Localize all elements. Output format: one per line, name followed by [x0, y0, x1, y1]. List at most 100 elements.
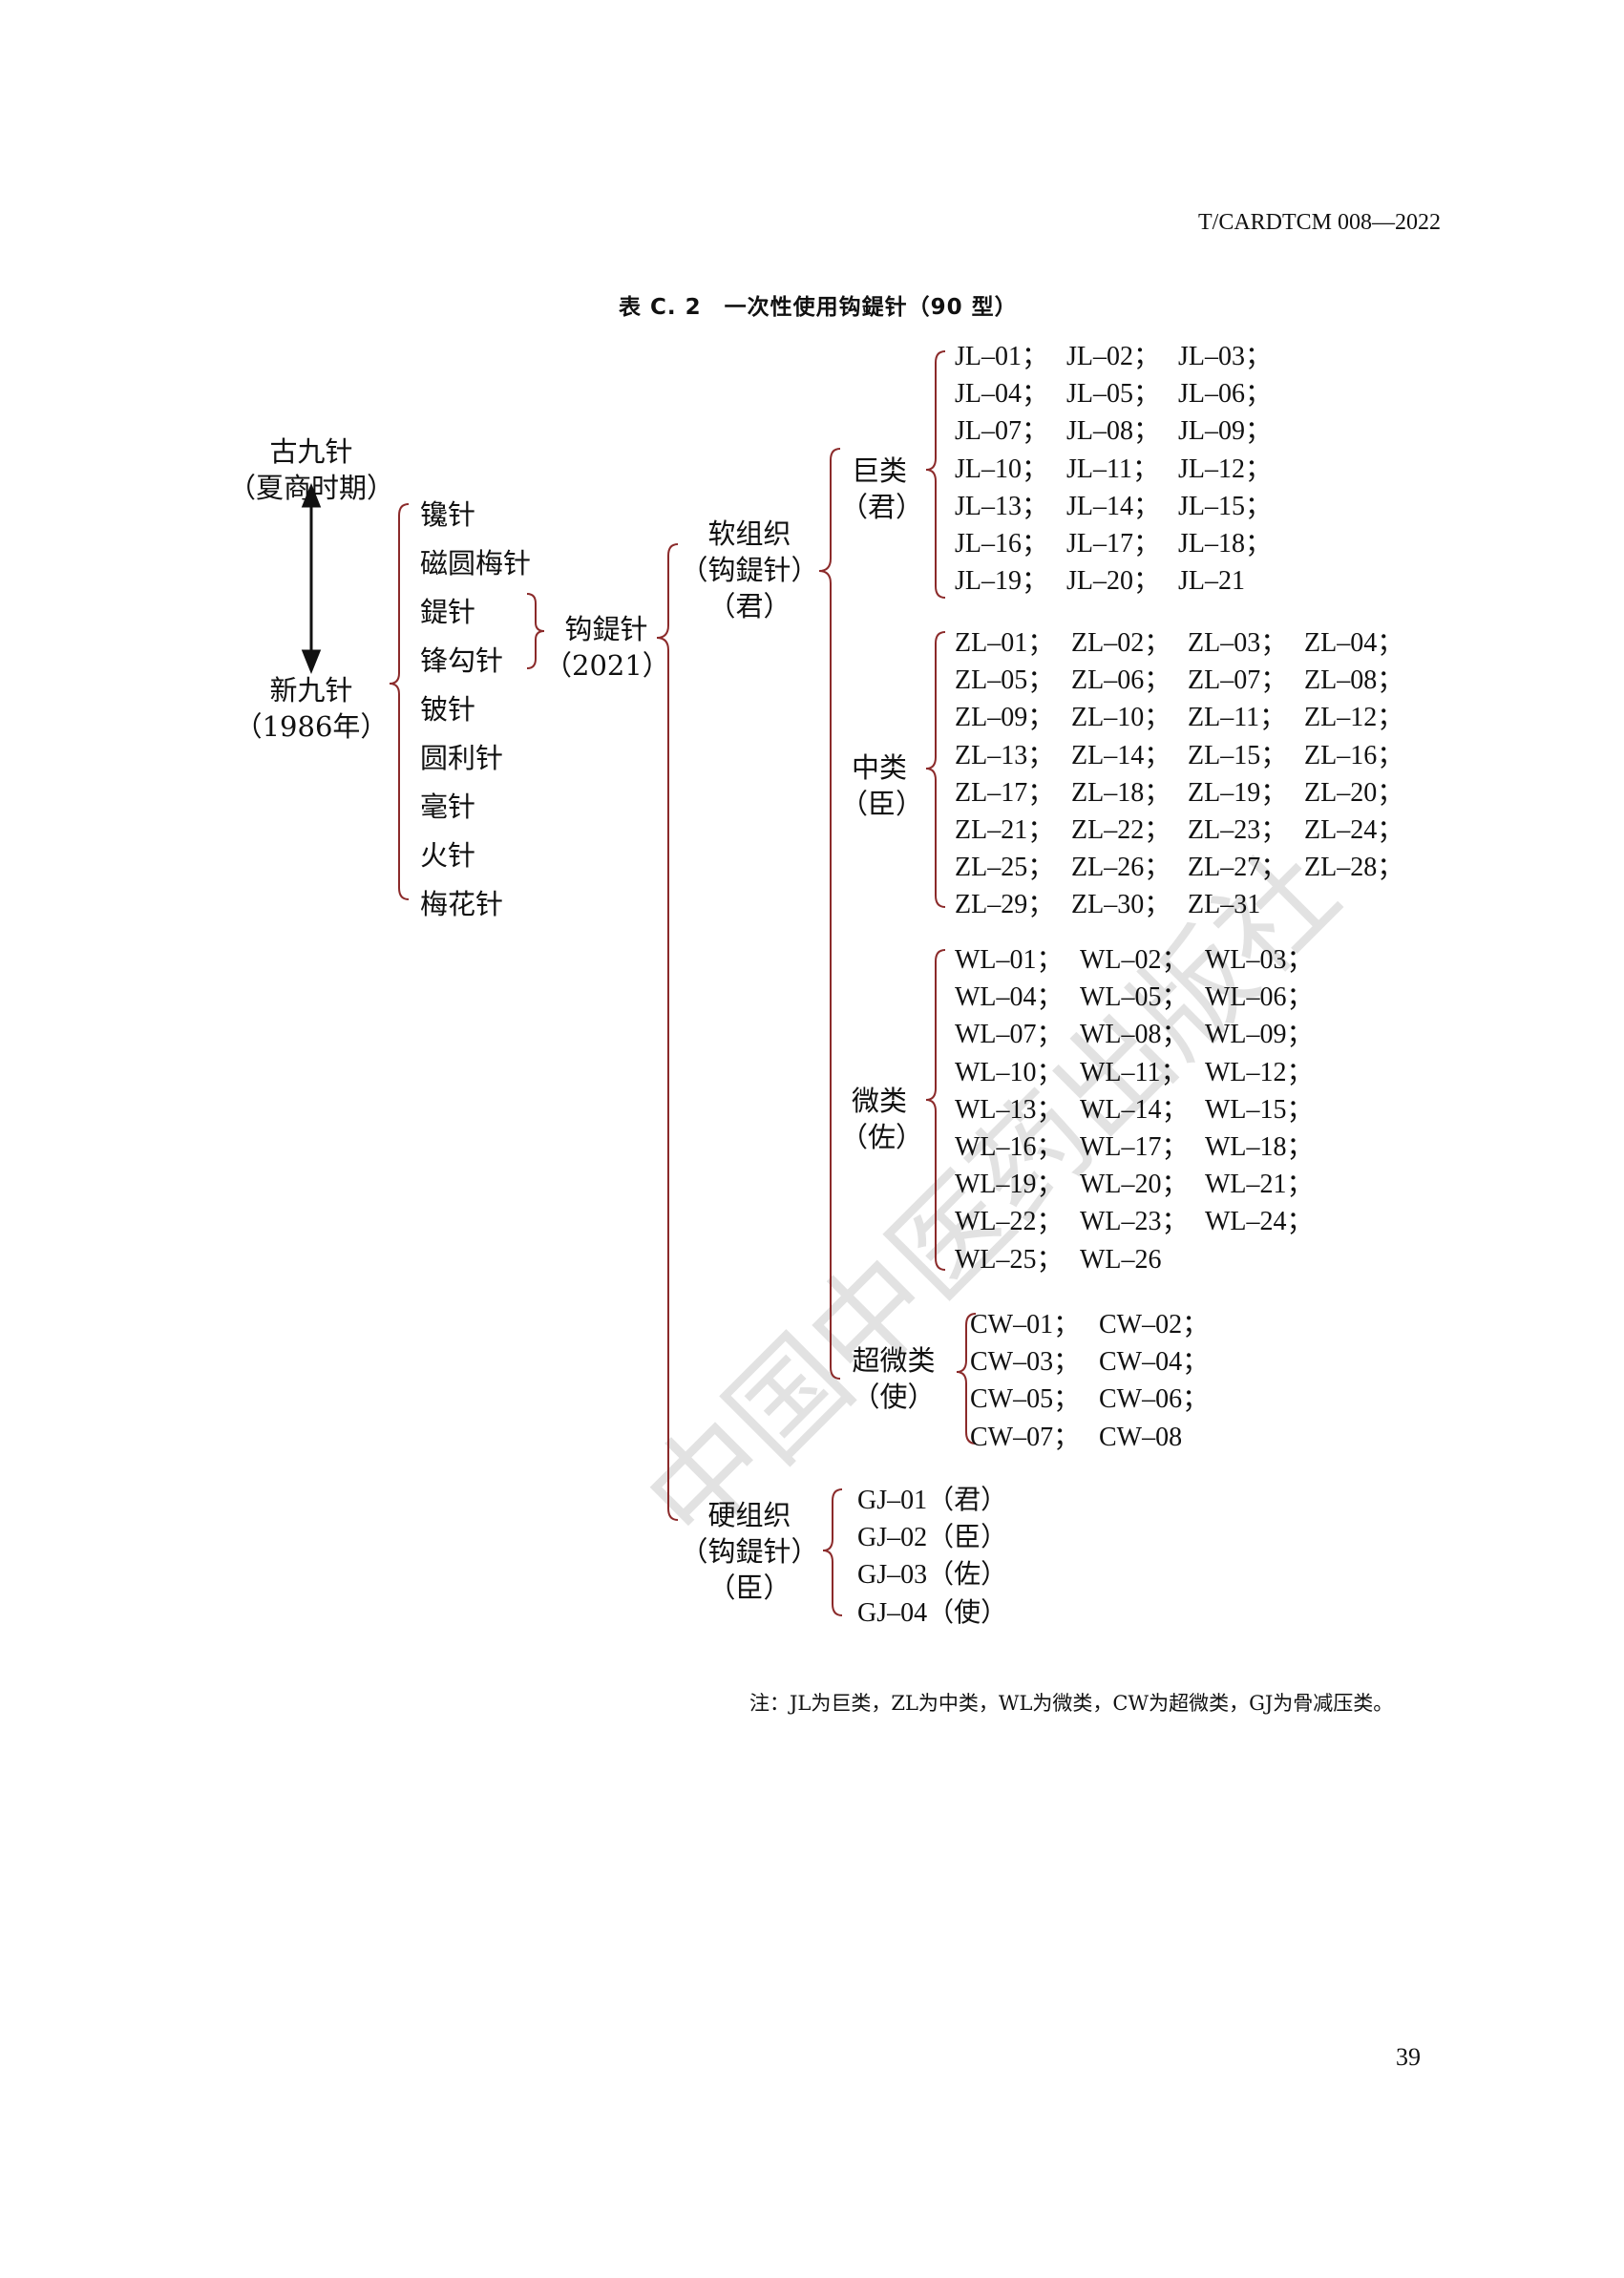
code-cell: WL–12；: [1205, 1057, 1314, 1087]
table-title: 表 C. 2 一次性使用钩鍉针（90 型）: [619, 295, 1018, 320]
code-cell: ZL–06；: [1071, 665, 1171, 696]
needle-item: 毫针: [420, 791, 476, 823]
code-cell: WL–24；: [1205, 1207, 1314, 1237]
code-cell: ZL–13；: [955, 740, 1055, 770]
code-row: CW–03； CW–04；: [970, 1343, 1228, 1381]
doc-code: T/CARDTCM 008—2022: [1197, 210, 1441, 235]
code-row: CW–01；CW–02；: [970, 1306, 1228, 1343]
code-row: WL–01；WL–02；WL–03；: [955, 941, 1330, 979]
code-row: WL–22； WL–23； WL–24；: [955, 1203, 1330, 1240]
code-row: ZL–05；ZL–06；ZL–07；ZL–08；: [955, 662, 1421, 699]
code-row: JL–10； JL–11； JL–12；: [955, 451, 1290, 488]
code-cell: WL–11；: [1080, 1057, 1188, 1087]
bracket-cw: [956, 1313, 977, 1445]
gj-code-grid: GJ–01（君）GJ–02（臣）GJ–03（佐）GJ–04（使）: [857, 1482, 1048, 1632]
code-cell: JL–11；: [1066, 453, 1159, 484]
code-cell: ZL–29；: [955, 890, 1055, 920]
code-cell: ZL–25；: [955, 853, 1055, 883]
code-cell: WL–13；: [955, 1094, 1064, 1125]
ancient-title: 古九针: [269, 435, 353, 468]
hook-needle-year: （2021）: [544, 649, 670, 682]
code-cell: JL–02；: [1066, 342, 1161, 371]
code-cell: JL–12；: [1178, 453, 1273, 484]
modern-period: （1986年）: [234, 710, 389, 743]
code-cell: JL–07；: [955, 416, 1049, 447]
code-cell: JL–15；: [1178, 491, 1273, 521]
jl-code-grid: JL–01；JL–02；JL–03；JL–04；JL–05；JL–06；JL–0…: [955, 338, 1290, 600]
bracket-zl: [925, 631, 946, 908]
code-row: ZL–13；ZL–14；ZL–15；ZL–16；: [955, 737, 1421, 774]
code-cell: CW–06；: [1099, 1384, 1210, 1415]
code-row: GJ–04（使）: [857, 1594, 1048, 1632]
category-jl: 巨类 （君）: [840, 453, 924, 525]
bracket-hook-sources: [526, 593, 545, 669]
code-cell: JL–19；: [955, 566, 1049, 597]
code-row: JL–13； JL–14； JL–15；: [955, 488, 1290, 525]
code-cell: ZL–12；: [1304, 703, 1404, 733]
code-cell: ZL–14；: [1071, 740, 1171, 770]
zl-code-grid: ZL–01；ZL–02；ZL–03；ZL–04；ZL–05； ZL–06； ZL–0…: [955, 624, 1421, 924]
bracket-jl: [925, 350, 946, 599]
code-cell: JL–13；: [955, 491, 1049, 521]
code-cell: ZL–07；: [1188, 665, 1288, 696]
code-cell: JL–05；: [1066, 379, 1161, 410]
code-cell: ZL–10；: [1071, 703, 1171, 733]
category-cw-role: （使）: [852, 1381, 936, 1413]
code-cell: JL–17；: [1066, 529, 1161, 559]
code-cell: ZL–17；: [955, 777, 1055, 808]
code-cell: WL–01；: [955, 945, 1064, 975]
code-cell: ZL–30；: [1071, 890, 1171, 920]
code-row: JL–16；JL–17；JL–18；: [955, 525, 1290, 562]
code-cell: JL–14；: [1066, 491, 1161, 521]
page-number: 39: [1396, 2043, 1421, 2071]
code-cell: CW–03；: [970, 1347, 1081, 1378]
code-cell: WL–16；: [955, 1132, 1064, 1163]
code-cell: WL–22；: [955, 1207, 1064, 1237]
code-cell: WL–23；: [1080, 1207, 1189, 1237]
code-cell: GJ–01（君）: [857, 1486, 1008, 1515]
needle-item: 磁圆梅针: [420, 547, 532, 580]
code-cell: ZL–05；: [955, 665, 1055, 696]
code-cell: CW–01；: [970, 1310, 1081, 1339]
code-cell: JL–06；: [1178, 379, 1273, 410]
code-cell: ZL–15；: [1188, 740, 1288, 770]
code-cell: ZL–21；: [955, 815, 1055, 846]
code-row: ZL–21；ZL–22；ZL–23；ZL–24；: [955, 812, 1421, 849]
code-cell: ZL–26；: [1071, 853, 1171, 883]
ancient-nine-needles: 古九针 （夏商时期）: [218, 433, 405, 506]
code-row: ZL–29；ZL–30；ZL–31: [955, 886, 1421, 923]
code-row: JL–19；JL–20；JL–21: [955, 562, 1290, 600]
code-cell: JL–10；: [955, 453, 1049, 484]
code-row: WL–13；WL–14；WL–15；: [955, 1091, 1330, 1128]
hard-tissue-line3: （臣）: [707, 1571, 791, 1604]
hook-needle: 钩鍉针 （2021）: [544, 611, 670, 684]
category-jl-role: （君）: [840, 491, 924, 523]
needle-item: 梅花针: [420, 888, 504, 920]
category-jl-name: 巨类: [851, 454, 907, 487]
code-cell: CW–07；: [970, 1422, 1081, 1452]
code-cell: WL–25；: [955, 1244, 1064, 1275]
code-cell: JL–03；: [1178, 342, 1273, 371]
category-zl-name: 中类: [851, 751, 907, 784]
category-wl-role: （佐）: [840, 1121, 924, 1153]
category-zl-role: （臣）: [840, 788, 924, 820]
code-row: CW–07；CW–08: [970, 1419, 1228, 1456]
code-row: JL–01； JL–02； JL–03；: [955, 338, 1290, 375]
code-cell: CW–04；: [1099, 1347, 1210, 1378]
hard-tissue-line2: （钩鍉针）: [680, 1535, 819, 1568]
code-cell: JL–01；: [955, 342, 1049, 371]
code-row: GJ–02（臣）: [857, 1519, 1048, 1556]
code-row: ZL–01；ZL–02；ZL–03；ZL–04；: [955, 624, 1421, 662]
needle-item: 圆利针: [420, 742, 504, 774]
footnote: 注：JL为巨类，ZL为中类，WL为微类，CW为超微类，GJ为骨减压类。: [749, 1692, 1394, 1715]
code-cell: WL–07；: [955, 1020, 1064, 1050]
code-cell: JL–20；: [1066, 566, 1161, 597]
code-cell: ZL–02；: [1071, 628, 1171, 658]
code-row: WL–07；WL–08；WL–09；: [955, 1016, 1330, 1053]
category-wl-name: 微类: [851, 1085, 907, 1117]
code-cell: WL–17；: [1080, 1132, 1189, 1163]
code-cell: GJ–02（臣）: [857, 1523, 1008, 1553]
hook-needle-title: 钩鍉针: [564, 613, 648, 645]
category-wl: 微类 （佐）: [840, 1083, 924, 1155]
needle-item: 火针: [420, 839, 476, 872]
